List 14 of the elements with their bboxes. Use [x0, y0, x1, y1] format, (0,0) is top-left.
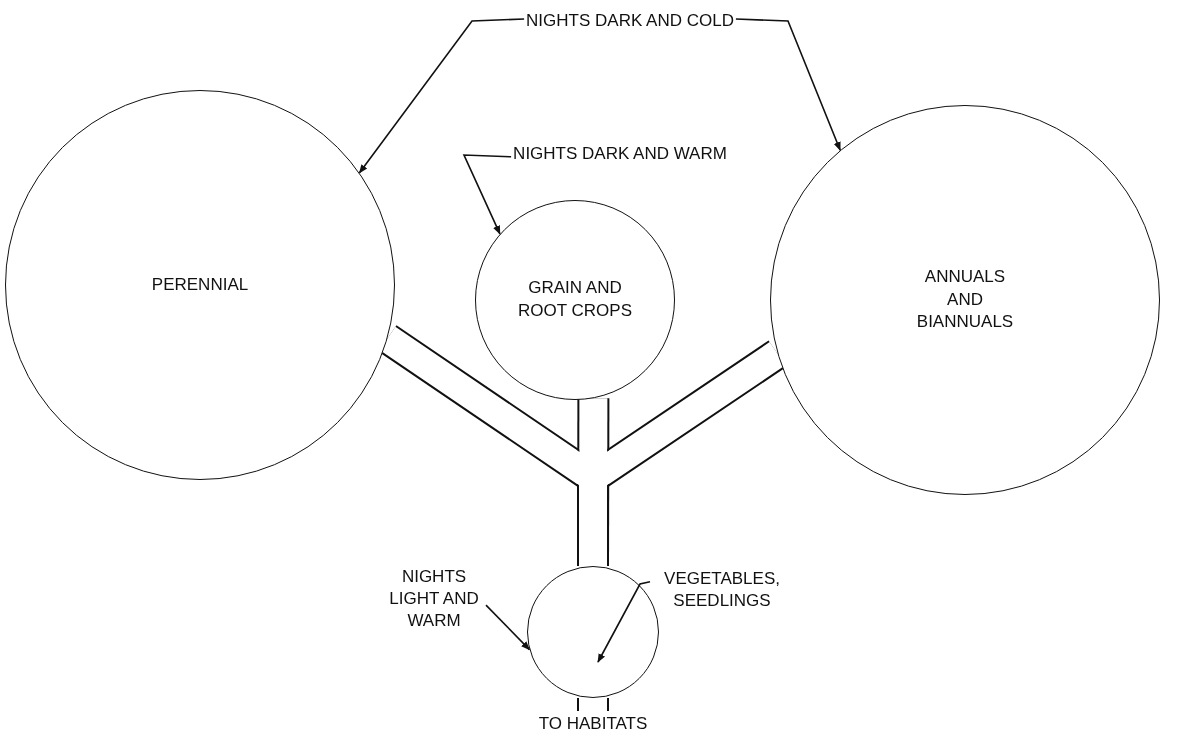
leader-line: [462, 154, 512, 235]
callout-text: NIGHTS LIGHT AND WARM: [384, 566, 484, 633]
callout-text: VEGETABLES, SEEDLINGS: [652, 568, 792, 613]
corridor-passage: [577, 698, 609, 711]
area-label: PERENNIAL: [151, 273, 249, 296]
callout-text: NIGHTS DARK AND COLD: [526, 10, 734, 33]
area-label: ANNUALS AND BIANNUALS: [915, 265, 1015, 334]
leader-line: [597, 580, 651, 663]
callout-text: NIGHTS DARK AND WARM: [513, 143, 727, 166]
leader-line: [485, 604, 531, 651]
leader-line: [358, 18, 525, 174]
area-label: GRAIN AND ROOT CROPS: [517, 277, 633, 322]
callout-text: TO HABITATS: [538, 713, 648, 733]
leader-line: [735, 18, 841, 152]
